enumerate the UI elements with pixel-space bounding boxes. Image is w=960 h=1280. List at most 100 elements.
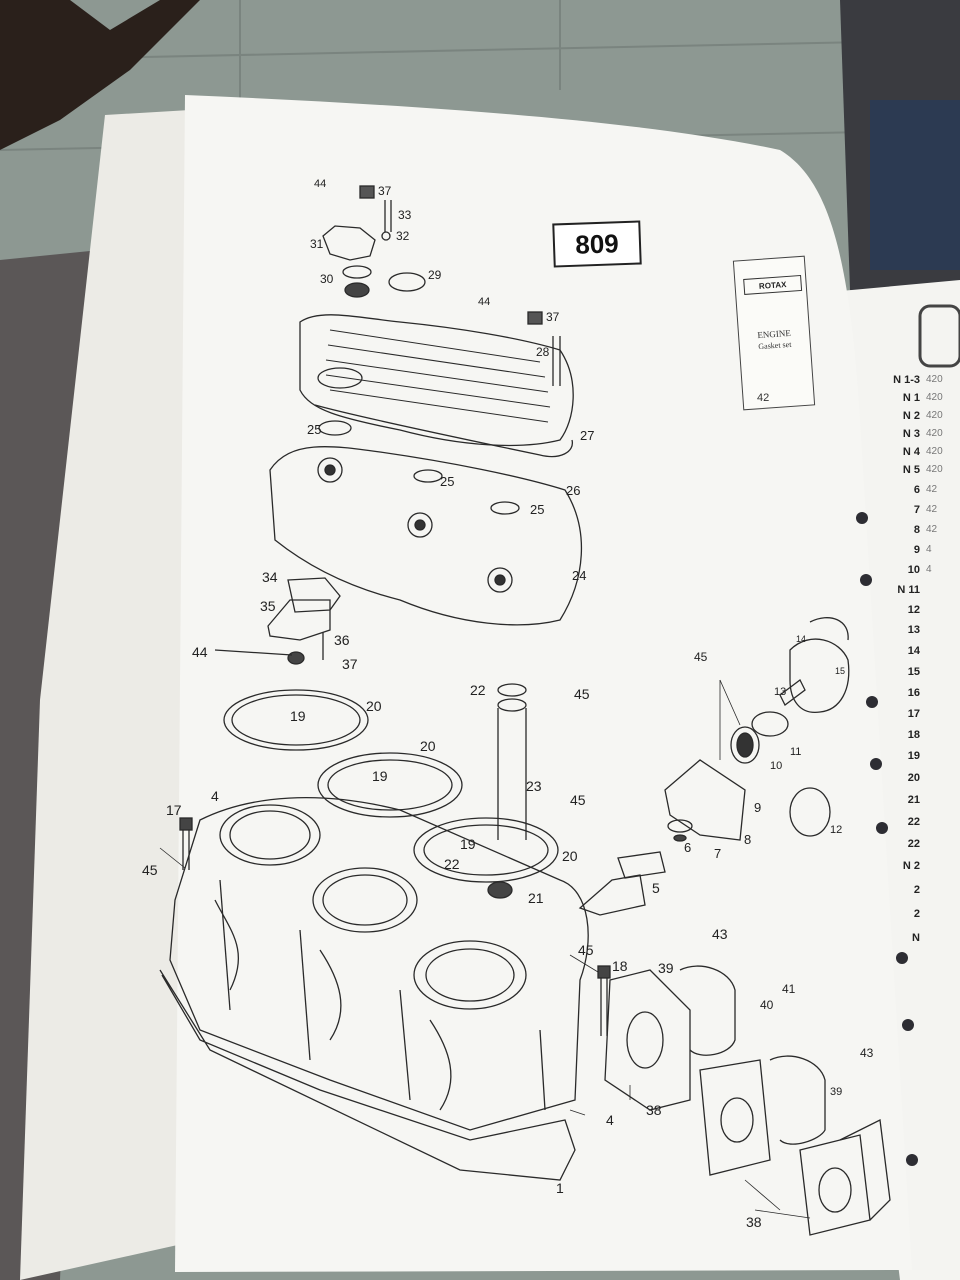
callout-label: 11: [790, 746, 802, 758]
callout-label: 28: [536, 345, 550, 359]
callout-label: 20: [366, 698, 382, 714]
binder-holes: [856, 512, 918, 1166]
list-item: N: [912, 932, 920, 944]
thermostat-housing: [322, 185, 561, 386]
water-outlet: [214, 577, 341, 665]
callout-label: 10: [770, 760, 783, 772]
head-cover: [299, 314, 574, 458]
callout-label: 33: [398, 208, 412, 222]
callout-label: 38: [746, 1214, 762, 1230]
page-number-box: 809: [552, 220, 642, 268]
callout-label: 35: [260, 598, 276, 614]
callout-label: 4: [211, 788, 219, 804]
list-item: 14: [907, 645, 920, 657]
callout-label: 7: [714, 846, 722, 861]
callout-label: 40: [760, 998, 774, 1012]
background-object: [870, 100, 960, 270]
callout-label: 44: [478, 296, 491, 308]
callout-label: 45: [142, 862, 158, 878]
rotax-logo: ROTAX: [743, 274, 803, 295]
callout-label: 22: [444, 856, 460, 872]
cylinder-gaskets: [223, 689, 559, 883]
water-pump: [578, 617, 850, 916]
callout-label: 25: [307, 422, 322, 437]
list-item: 22: [907, 838, 920, 850]
leader-lines: [159, 679, 811, 1219]
gasket-icon: [918, 304, 960, 368]
callout-label: 17: [166, 802, 182, 818]
callout-label: 20: [420, 738, 436, 754]
gasket-set-booklet: ROTAX ENGINE Gasket set: [732, 255, 816, 411]
callout-label: 13: [774, 686, 787, 698]
list-item: N 2: [902, 860, 920, 872]
callout-label: 37: [342, 656, 358, 672]
coolant-tube: [487, 683, 527, 899]
callout-label: 5: [652, 880, 660, 896]
callout-label: 44: [314, 178, 327, 190]
list-item: 15: [907, 666, 920, 678]
list-item: 17: [907, 708, 920, 720]
callout-label: 23: [526, 778, 542, 794]
callout-label: 43: [712, 926, 728, 942]
list-item: 12: [907, 604, 920, 616]
booklet-ref: 42: [757, 392, 770, 404]
list-item: 18: [907, 729, 920, 741]
callout-label: 12: [830, 824, 843, 836]
callout-label: 22: [470, 682, 486, 698]
list-item: 22: [907, 816, 920, 828]
callout-label: 44: [192, 644, 208, 660]
callout-label: 39: [830, 1086, 843, 1098]
callout-label: 15: [835, 666, 846, 676]
callout-label: 6: [684, 840, 692, 855]
callout-label: 8: [744, 832, 752, 847]
chair-silhouette: [0, 0, 200, 150]
callout-label: 37: [378, 184, 392, 198]
list-item: N 11: [897, 584, 920, 596]
list-item: 2: [913, 884, 920, 896]
bolts: [179, 817, 611, 1036]
callout-label: 9: [754, 800, 762, 815]
callout-label: 24: [572, 568, 587, 583]
callout-label: 38: [646, 1102, 662, 1118]
exhaust-manifolds: [604, 965, 891, 1236]
callout-label: 29: [428, 268, 442, 282]
callout-label: 27: [580, 428, 595, 443]
callout-label: 43: [860, 1046, 874, 1060]
callout-label: 25: [440, 474, 455, 489]
callout-label: 45: [694, 650, 708, 664]
list-item: 2: [913, 908, 920, 920]
back-page: [20, 110, 200, 1280]
callout-label: 26: [566, 483, 581, 498]
cylinder-head: [269, 446, 583, 626]
callout-label: 39: [658, 960, 674, 976]
callout-label: 18: [612, 958, 628, 974]
callout-label: 4: [606, 1112, 614, 1128]
callout-label: 20: [562, 848, 578, 864]
list-item: 13: [907, 624, 920, 636]
list-item: 16: [907, 687, 920, 699]
callout-label: 36: [334, 632, 350, 648]
callout-label: 32: [396, 229, 410, 243]
callout-label: 34: [262, 569, 278, 585]
callout-label: 31: [310, 237, 324, 251]
exploded-diagram: [159, 185, 891, 1236]
callout-label: 41: [782, 982, 796, 996]
list-item: 21: [907, 794, 920, 806]
cylinder-block: [169, 797, 589, 1131]
callout-label: 30: [320, 272, 334, 286]
callout-label: 19: [372, 768, 388, 784]
callout-label: 1: [556, 1180, 564, 1196]
base-gasket: [159, 969, 576, 1181]
callout-label: 14: [796, 634, 807, 644]
callout-label: 19: [290, 708, 306, 724]
